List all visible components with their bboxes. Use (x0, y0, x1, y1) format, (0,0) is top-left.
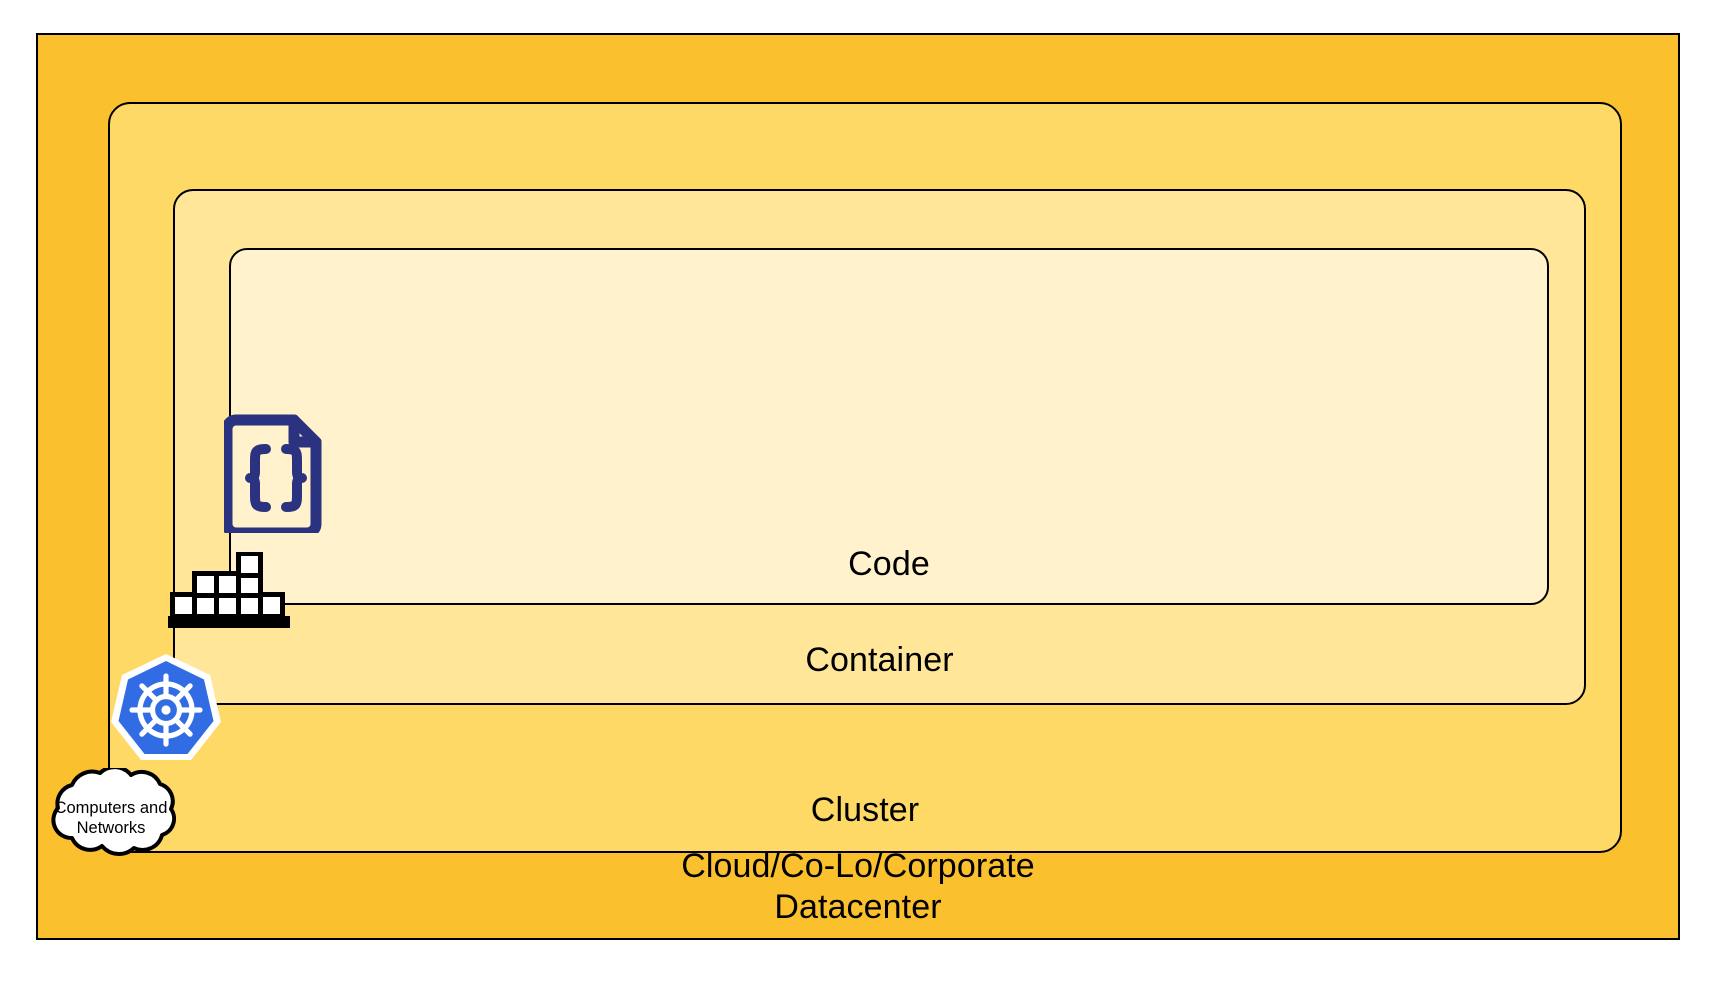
layer-datacenter[interactable]: Code Container Cluster Cloud/Co-Lo/Corpo… (36, 33, 1680, 940)
layer-cluster[interactable]: Code Container Cluster (108, 102, 1622, 853)
layer-cluster-label: Cluster (810, 791, 920, 829)
layer-code[interactable]: Code (229, 248, 1549, 605)
kubernetes-icon (110, 652, 222, 764)
cloud-icon: Computers and Networks (28, 765, 194, 870)
layer-container-label: Container (805, 641, 954, 679)
container-blocks-icon (168, 551, 290, 630)
layer-datacenter-label: Cloud/Co-Lo/Corporate Datacenter (681, 847, 1035, 926)
layer-code-label: Code (848, 545, 930, 583)
layer-container[interactable]: Code Container (173, 189, 1586, 705)
code-file-icon (221, 411, 328, 539)
